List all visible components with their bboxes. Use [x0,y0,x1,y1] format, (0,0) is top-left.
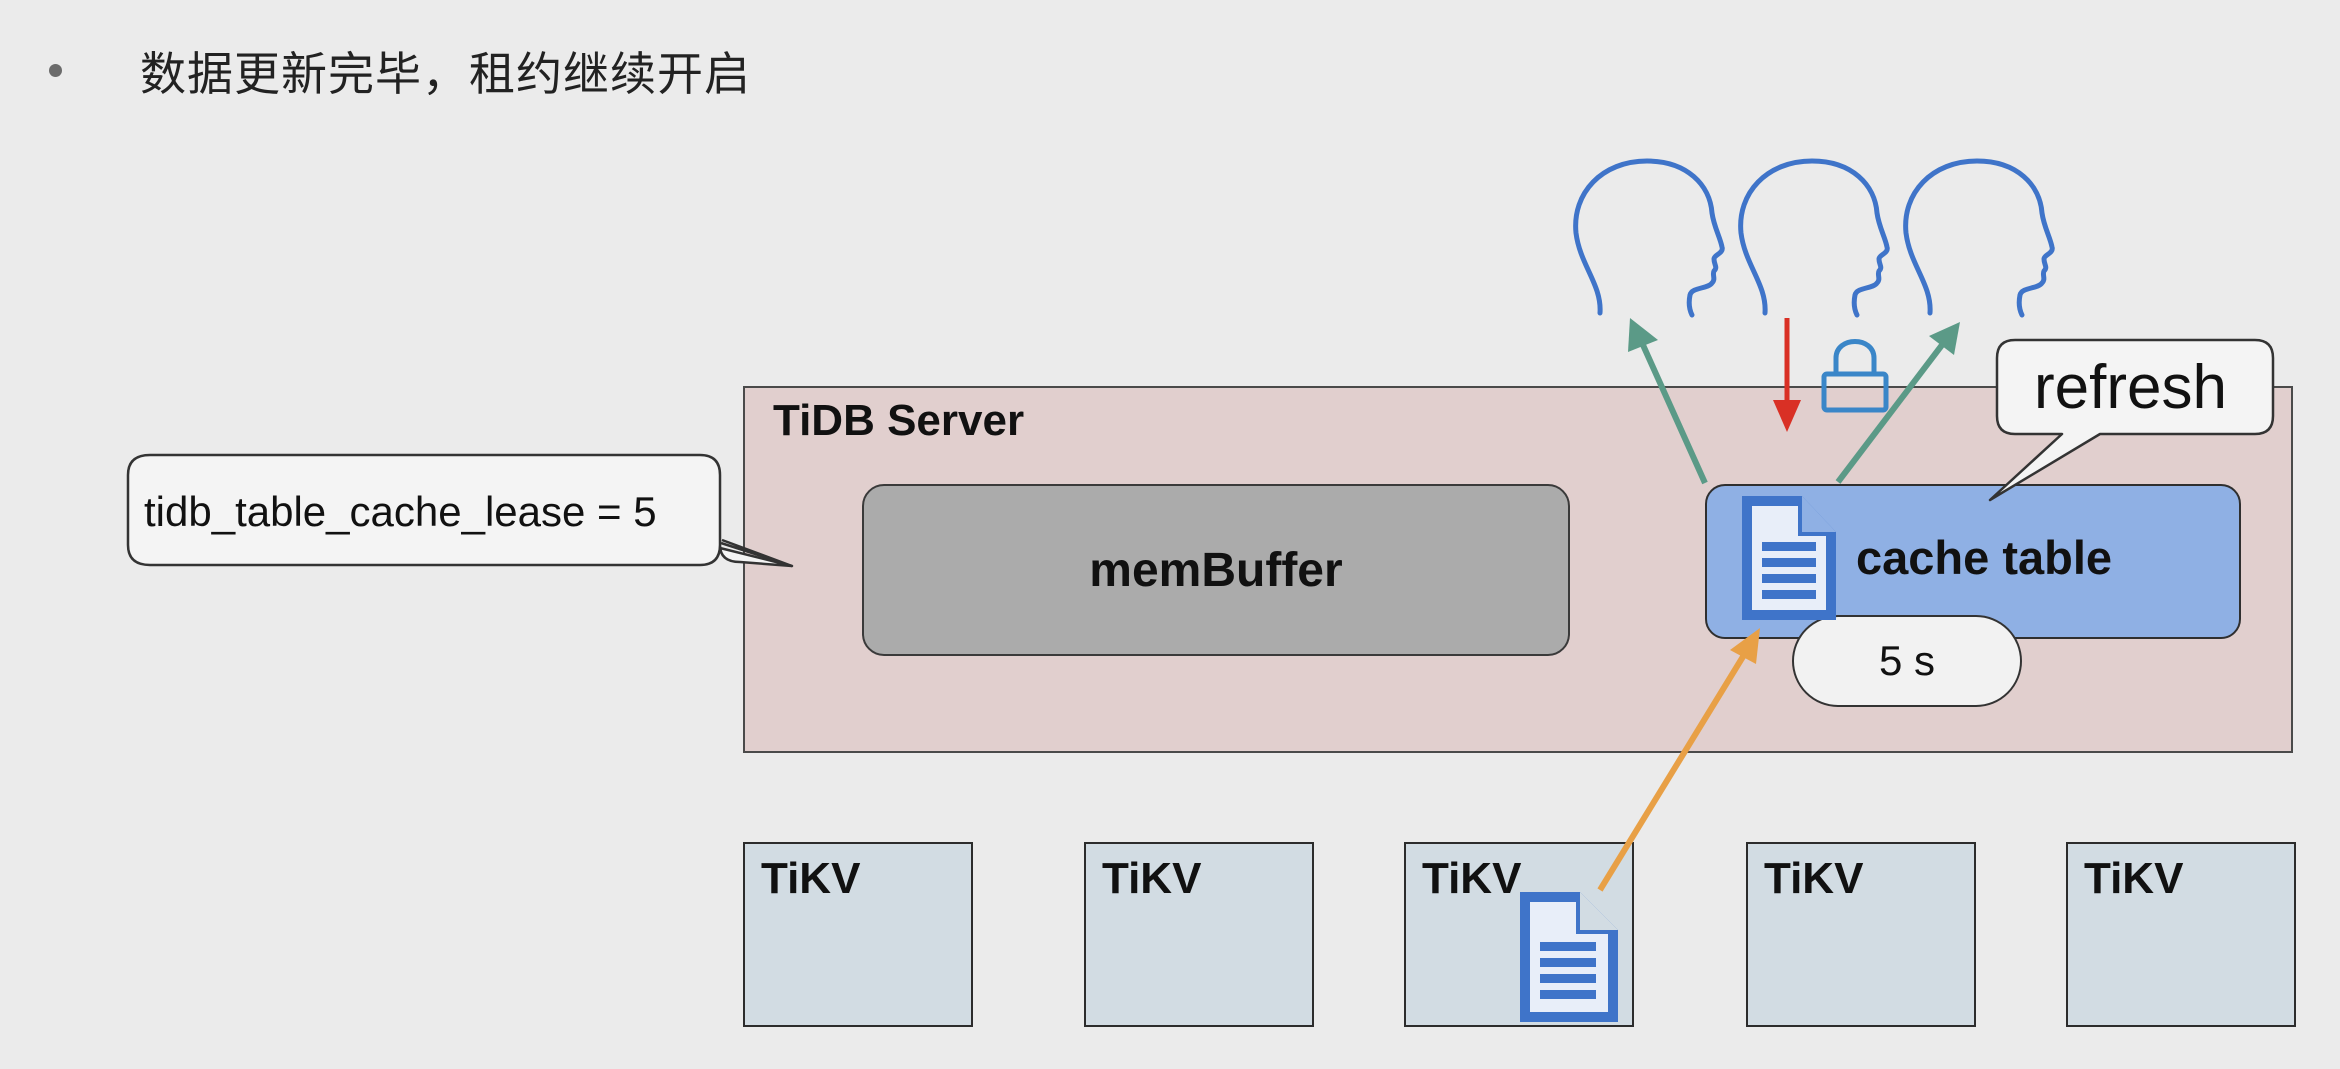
tikv-node: TiKV [1746,842,1976,1027]
write-arrow [1773,318,1801,432]
document-icon [1742,496,1836,620]
lease-duration-label: 5 s [1878,637,1936,684]
tidb-server-label: TiDB Server [773,396,1025,445]
user-head-icon [1573,158,1725,318]
read-arrow [1628,318,1708,485]
tikv-label: TiKV [761,854,861,903]
lease-duration-pill: 5 s [1792,615,2022,707]
document-icon [1520,892,1618,1022]
config-callout [126,453,794,568]
tikv-node: TiKV [1084,842,1314,1027]
cache-table-label: cache table [1856,531,2113,584]
tikv-label: TiKV [1764,854,1864,903]
membuffer-label: memBuffer [1089,543,1343,597]
read-arrow [1835,322,1960,484]
tikv-label: TiKV [2084,854,2184,903]
tikv-label: TiKV [1102,854,1202,903]
slide-heading: 数据更新完毕，租约继续开启 [140,47,751,101]
bullet-point [49,64,62,77]
lock-icon [1821,339,1889,413]
tikv-node: TiKV [2066,842,2296,1027]
refresh-callout-text: refresh [2034,353,2227,422]
config-callout-text: tidb_table_cache_lease = 5 [144,488,657,535]
tikv-label: TiKV [1422,854,1522,903]
load-arrow [1597,628,1760,892]
refresh-callout [1988,338,2275,502]
tikv-node: TiKV [743,842,973,1027]
user-head-icon [1903,158,2055,318]
membuffer-box: memBuffer [862,484,1570,656]
user-head-icon [1738,158,1890,318]
